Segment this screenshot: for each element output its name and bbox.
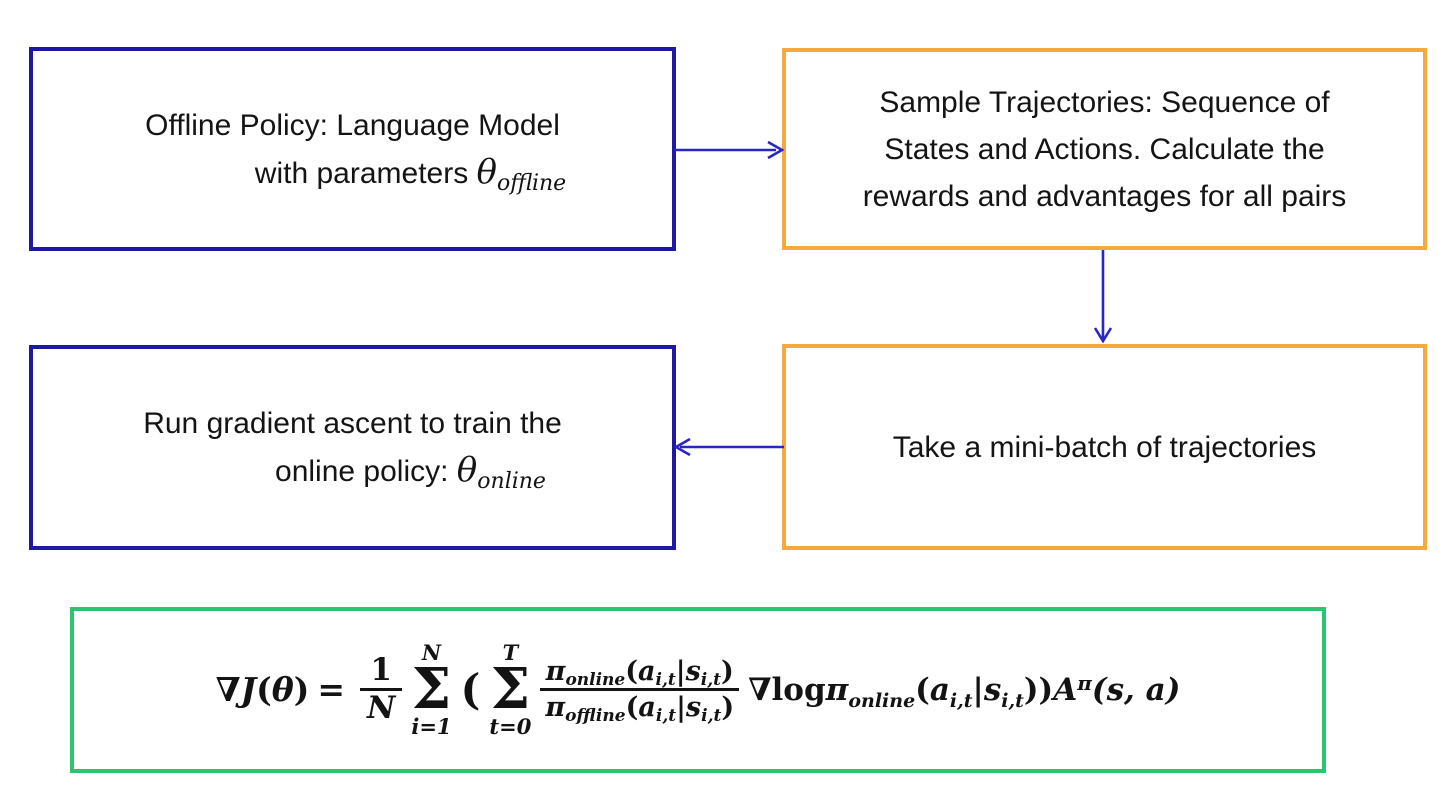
pi-superscript: π — [1077, 670, 1092, 695]
importance-ratio-fraction: πonline(ai,t|si,t) πoffline(ai,t|si,t) — [540, 655, 740, 727]
arrow-left-icon — [673, 437, 784, 457]
box-offline-policy-text: Offline Policy: Language Model with para… — [33, 102, 672, 197]
fraction-numerator: 1 — [370, 651, 392, 688]
sample-trajectories-line2: States and Actions. Calculate the — [884, 132, 1325, 166]
pi-offline-term: πoffline(ai,t|si,t) — [540, 688, 740, 727]
log-label: log — [771, 671, 826, 708]
action-symbol: a — [638, 656, 656, 688]
offline-subscript: offline — [565, 706, 626, 727]
pi-symbol: π — [825, 671, 849, 708]
lparen: ( — [625, 692, 639, 724]
J-symbol: J — [240, 670, 257, 710]
lparen: ( — [625, 656, 639, 688]
offline-policy-line1: Offline Policy: Language Model — [145, 108, 560, 142]
online-subscript: online — [848, 689, 916, 712]
equals-sign: = — [317, 670, 346, 710]
fraction-denominator: N — [360, 688, 403, 727]
nabla-symbol: ∇ — [215, 670, 241, 710]
theta-offline-subscript: offline — [497, 170, 567, 196]
box-offline-policy: Offline Policy: Language Model with para… — [29, 47, 676, 251]
nabla-symbol: ∇ — [748, 671, 772, 708]
online-subscript: online — [565, 670, 626, 691]
grad-log-term: ∇logπonline(ai,t|si,t))Aπ(s, a) — [748, 670, 1181, 711]
box-sample-trajectories-text: Sample Trajectories: Sequence of States … — [786, 79, 1423, 220]
it-subscript: i,t — [655, 706, 677, 727]
theta-online-subscript: online — [477, 469, 546, 494]
box-gradient-ascent: Run gradient ascent to train the online … — [29, 345, 676, 550]
state-symbol: s — [685, 656, 701, 688]
advantage-symbol: A — [1053, 671, 1078, 708]
sum-upper-limit: N — [421, 640, 442, 666]
box-mini-batch: Take a mini-batch of trajectories — [782, 344, 1427, 550]
theta-glyph: θ — [476, 151, 498, 192]
pi-online-term: πonline(ai,t|si,t) — [541, 655, 739, 691]
box-mini-batch-text: Take a mini-batch of trajectories — [786, 424, 1423, 471]
it-subscript: i,t — [655, 670, 676, 691]
sum-over-t: T Σ t=0 — [489, 641, 531, 739]
arrow-down-icon — [1093, 250, 1113, 344]
offline-policy-line2: with parameters θoffline — [91, 149, 730, 197]
it-subscript: i,t — [1001, 689, 1024, 712]
offline-policy-line2-prefix: with parameters — [254, 156, 477, 190]
it-subscript: i,t — [701, 706, 722, 727]
lparen: ( — [256, 670, 272, 710]
action-symbol: a — [638, 692, 656, 724]
one-over-N-fraction: 1 N — [360, 651, 403, 727]
rparen: ) — [721, 692, 735, 724]
pi-symbol: π — [545, 656, 566, 688]
open-paren: ( — [460, 665, 481, 715]
action-symbol: a — [929, 671, 950, 708]
theta-offline-symbol: θoffline — [476, 151, 567, 195]
rparen: ) — [1023, 671, 1039, 708]
sum-upper-limit: T — [502, 640, 519, 666]
theta-symbol: θ — [271, 670, 294, 710]
sum-over-i: N Σ i=1 — [411, 641, 451, 739]
theta-online-symbol: θonline — [456, 450, 546, 493]
state-symbol: s — [983, 671, 1002, 708]
gradient-ascent-line2-prefix: online policy: — [275, 455, 457, 488]
box-policy-gradient-formula: ∇J(θ)= 1 N N Σ i=1 ( T Σ t=0 πonline(ai,… — [70, 607, 1326, 773]
formula-lhs: ∇J(θ)= — [216, 670, 351, 709]
gradient-ascent-line2: online policy: θonline — [91, 447, 730, 495]
rparen: ) — [721, 656, 734, 688]
arrow-right-icon — [674, 140, 785, 160]
it-subscript: i,t — [949, 689, 973, 712]
conditional-bar: | — [972, 671, 984, 708]
gradient-ascent-line1: Run gradient ascent to train the — [143, 407, 562, 440]
policy-gradient-formula: ∇J(θ)= 1 N N Σ i=1 ( T Σ t=0 πonline(ai,… — [216, 641, 1181, 739]
rparen: ) — [293, 670, 310, 710]
state-action-args: (s, a) — [1091, 671, 1181, 708]
pi-symbol: π — [545, 692, 566, 724]
state-symbol: s — [685, 692, 702, 724]
close-paren: ) — [1038, 671, 1054, 708]
sample-trajectories-line1: Sample Trajectories: Sequence of — [879, 85, 1330, 119]
box-gradient-ascent-text: Run gradient ascent to train the online … — [33, 400, 672, 495]
it-subscript: i,t — [700, 670, 722, 691]
lparen: ( — [915, 671, 930, 708]
sum-lower-limit: i=1 — [411, 713, 452, 739]
sum-lower-limit: t=0 — [489, 713, 532, 739]
conditional-bar: | — [676, 692, 686, 724]
theta-glyph: θ — [456, 450, 478, 490]
sigma-symbol: Σ — [490, 656, 531, 723]
mini-batch-line1: Take a mini-batch of trajectories — [892, 430, 1317, 464]
sample-trajectories-line3: rewards and advantages for all pairs — [862, 179, 1347, 213]
sigma-symbol: Σ — [411, 656, 452, 723]
box-sample-trajectories: Sample Trajectories: Sequence of States … — [782, 48, 1427, 250]
conditional-bar: | — [675, 656, 686, 688]
